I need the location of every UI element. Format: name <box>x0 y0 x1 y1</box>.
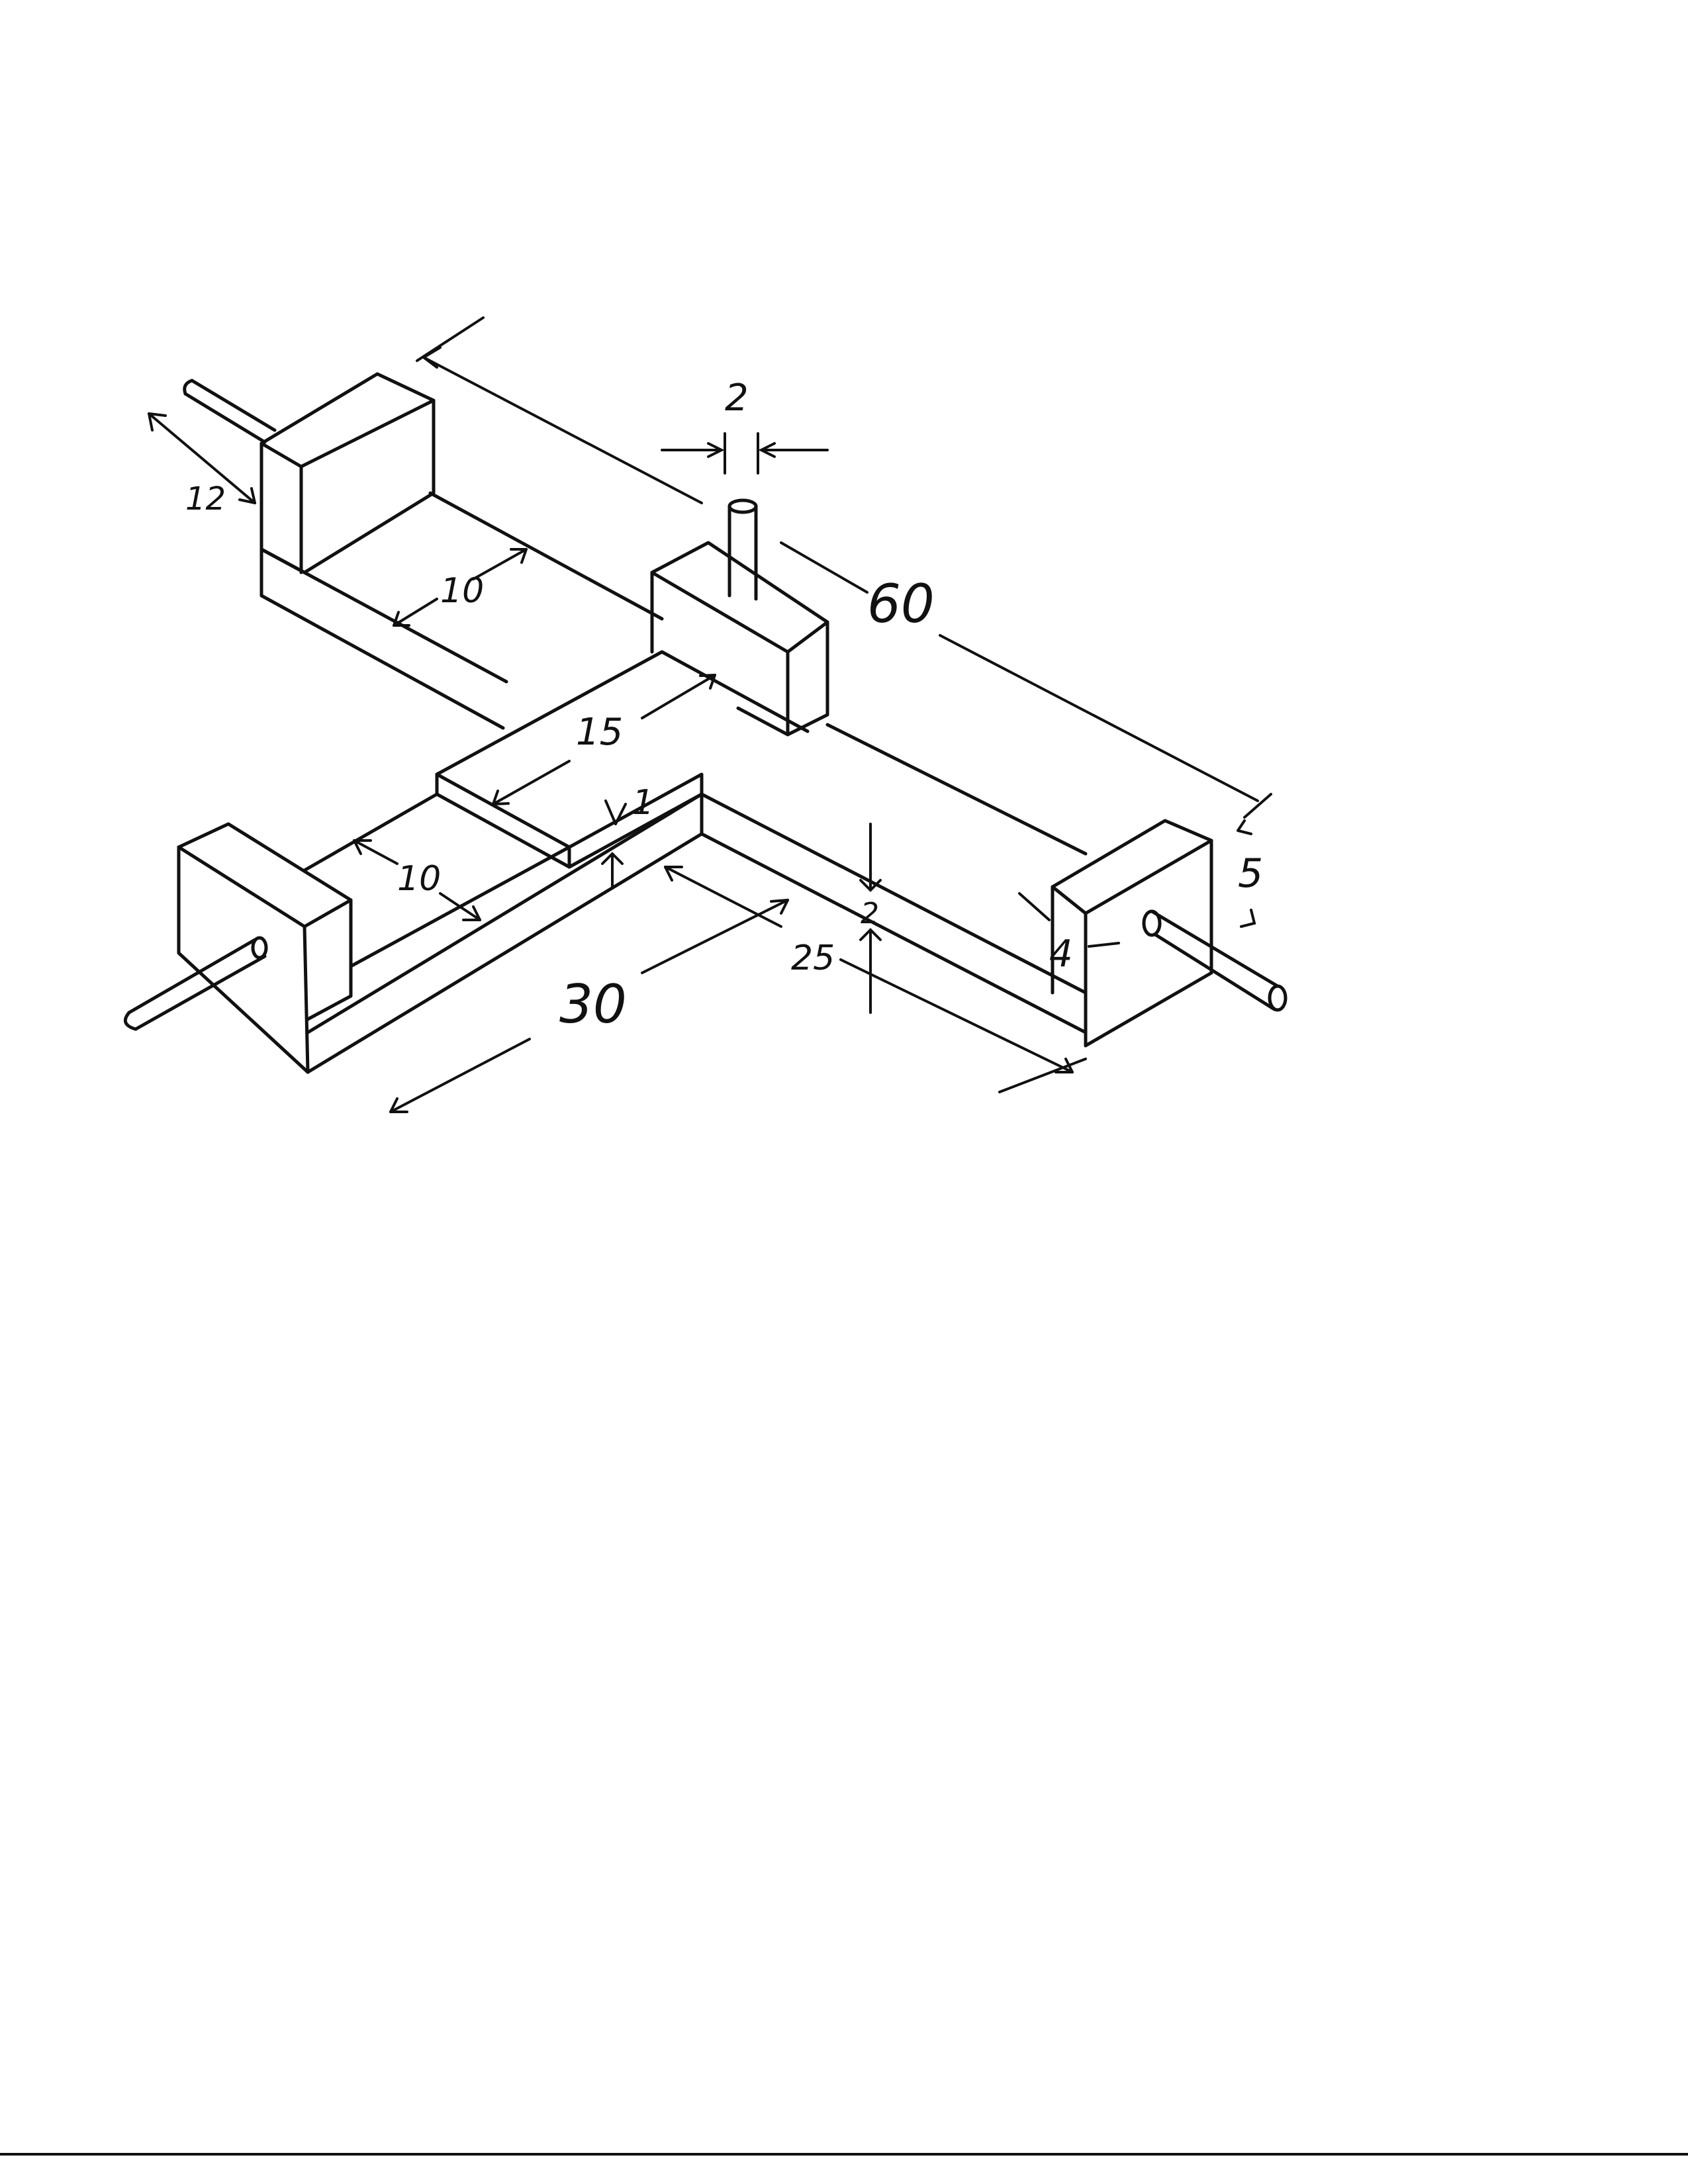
right-shaft <box>1142 909 1288 1012</box>
dim-block-thickness: 4 <box>1049 933 1073 976</box>
back-shaft <box>183 379 277 444</box>
vertical-shaft <box>727 498 758 601</box>
back-block <box>259 372 436 574</box>
dim-block-gap-front: 10 <box>397 859 441 899</box>
front-arm <box>303 792 704 1074</box>
dim-beam-arm-length: 25 <box>791 938 835 978</box>
dimension-lines <box>148 316 1272 1113</box>
front-shaft <box>123 936 268 1031</box>
front-block <box>177 822 353 1074</box>
dim-center-slot-length: 15 <box>576 711 623 754</box>
dim-beam-height: 2 <box>861 897 879 931</box>
dim-overall-length: 60 <box>867 573 935 635</box>
dim-center-slot-depth: 1 <box>632 783 654 823</box>
right-block <box>1051 819 1213 1048</box>
main-beam <box>700 723 1088 1034</box>
dim-beam-width: 30 <box>559 974 627 1035</box>
center-slot <box>435 650 810 869</box>
dim-shaft-diameter: 2 <box>725 377 749 420</box>
dim-block-height: 5 <box>1238 850 1263 897</box>
dim-block-gap-back: 10 <box>440 571 484 611</box>
center-block <box>650 541 829 737</box>
dimension-labels: 60 2 12 10 15 1 10 30 25 2 5 4 <box>185 377 1263 1035</box>
dim-block-depth: 12 <box>185 480 226 518</box>
